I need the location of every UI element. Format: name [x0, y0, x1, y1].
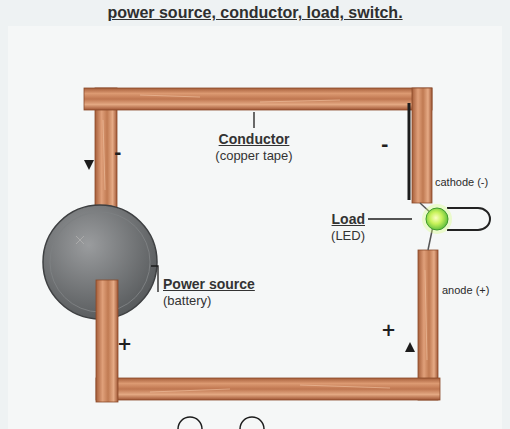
polarity-sign: +	[381, 320, 396, 341]
part-label: Load	[332, 211, 365, 227]
part-label: Conductor	[219, 131, 290, 147]
page-title: power source, conductor, load, switch.	[107, 4, 402, 22]
part-note: (LED)	[331, 229, 365, 244]
polarity-sign: -	[114, 143, 121, 164]
marker-lines	[84, 103, 415, 429]
pin-label: anode (+)	[442, 284, 489, 297]
copper-tape	[96, 280, 118, 402]
part-label: Power source	[163, 276, 255, 292]
pin-label: cathode (-)	[435, 176, 488, 189]
polarity-sign: -	[381, 135, 388, 156]
part-note: (copper tape)	[215, 149, 292, 164]
paper-sheet	[8, 26, 502, 429]
polarity-sign: +	[117, 334, 132, 355]
part-note: (battery)	[163, 294, 211, 309]
led	[420, 203, 490, 250]
